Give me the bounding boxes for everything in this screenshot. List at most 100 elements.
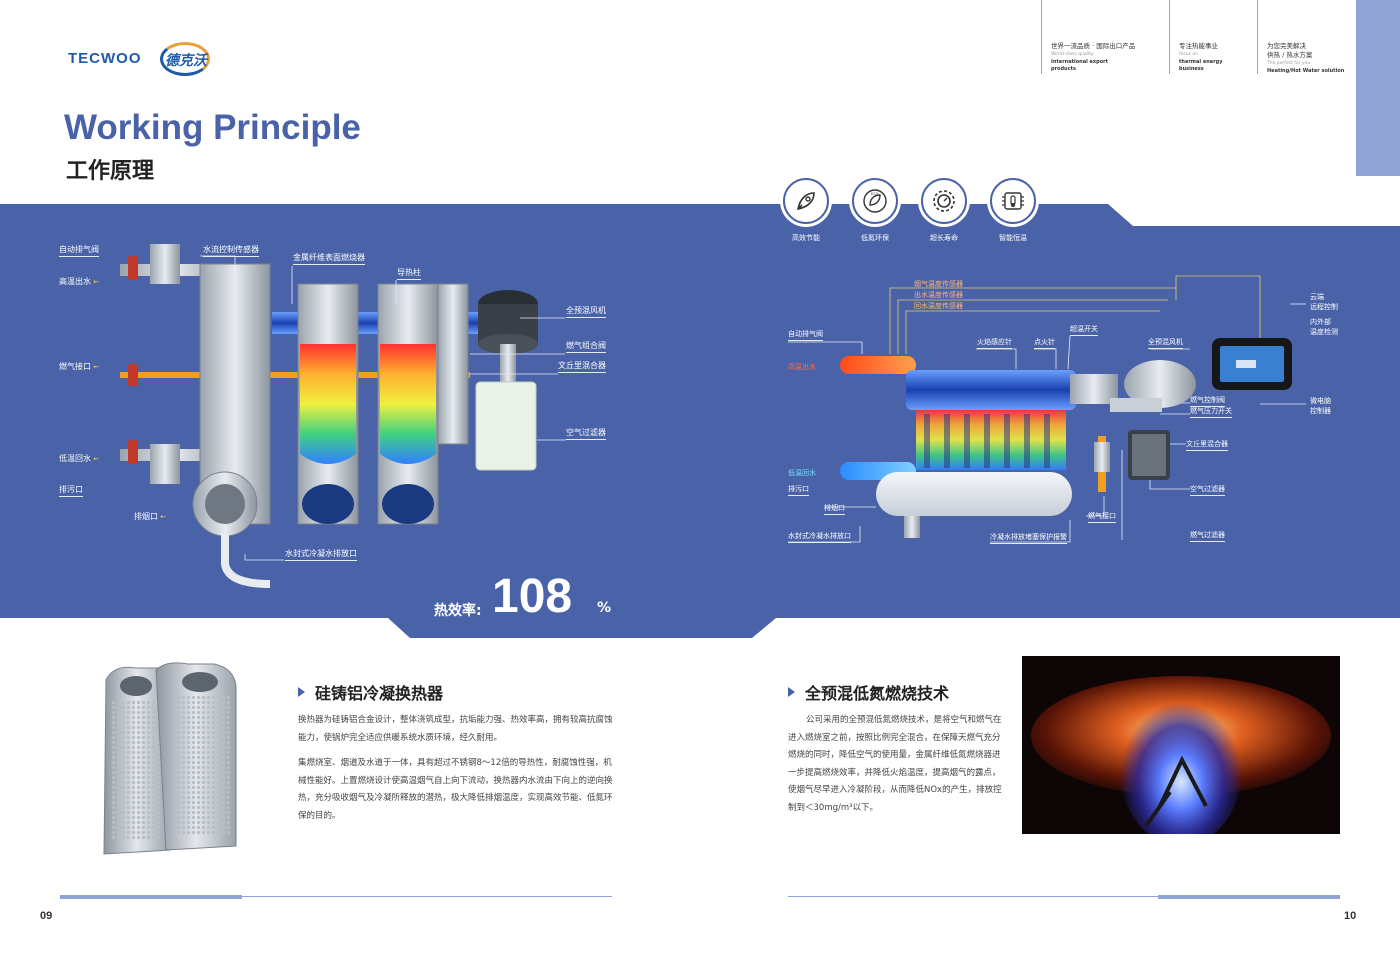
svg-text:ECO: ECO [871,192,879,196]
section-title-heat-exchanger: 硅铸铝冷凝换热器 [298,680,443,704]
label-flue-r: 排烟口 [824,503,845,515]
page-progress-left [60,895,612,899]
gear-icon [933,190,955,212]
label-auto-vent: 自动排气阀 [59,244,99,257]
label-gas-valve-group: 燃气组合阀 [566,340,606,353]
eco-leaf-icon: ECO [863,189,887,213]
label-venturi: 文丘里混合器 [558,360,606,373]
label-air-filter-r: 空气过滤器 [1190,484,1225,496]
header-feature-cn: 专注热能事业 [1179,42,1218,50]
rocket-icon [796,192,815,211]
blue-band-background [0,204,1400,638]
left-boiler-illustration [120,244,538,588]
label-high-temp-outlet-r: 高温出水 [788,363,816,371]
label-temp-detect-1: 内外部 [1310,318,1331,326]
left-leader-lines [200,255,566,561]
label-heat-pipe: 导热柱 [397,267,421,280]
header-feature-solution: 为您完美解决 供热 / 热水方案 The perfect for you Hea… [1257,0,1357,74]
header-feature-en: International export [1051,59,1109,65]
section-title-text: 硅铸铝冷凝换热器 [315,684,444,703]
header-feature-cn: 世界一流品质 · 国际出口产品 [1051,42,1136,50]
feature-label: 低氮环保 [861,234,889,242]
label-premix-fan-r: 全预混风机 [1148,337,1183,349]
section-title-combustion: 全预混低氮燃烧技术 [788,680,949,704]
efficiency-label: 热效率: [434,603,482,619]
eco-icon-circle: ECO [852,178,898,224]
label-flow-sensor: 水流控制传感器 [203,244,259,257]
label-low-temp-return: 低温回水 [59,453,99,464]
label-temp-detect-2: 温度检测 [1310,328,1338,336]
brand-logo: TECWOO 德克沃 [68,40,218,80]
gear-icon-circle [921,178,967,224]
feature-label: 高效节能 [792,234,820,242]
label-condensate-r: 水封式冷凝水排放口 [788,531,851,543]
label-mcu-1: 微电脑 [1310,397,1331,405]
header-feature-quality: 世界一流品质 · 国际出口产品 World-class quality Inte… [1041,0,1169,74]
paragraph: 公司采用的全预混低氮燃烧技术，是将空气和燃气在进入燃烧室之前，按照比例完全混合，… [788,715,1002,813]
label-overtemp-switch: 超温开关 [1070,324,1098,336]
label-low-temp-return-r: 低温回水 [788,469,816,477]
label-flame-probe: 火焰感应针 [977,337,1012,349]
label-drain: 排污口 [59,484,83,497]
section-body-heat-exchanger: 换热器为硅铸铝合金设计，整体浇筑成型，抗垢能力强、热效率高，拥有较高抗腐蚀能力，… [298,712,614,834]
header-feature-en: products [1051,66,1076,72]
label-high-temp-outlet: 高温出水 [59,276,99,287]
burner-flame-photo [1022,656,1340,834]
header-feature-en: Heating/Hot Water solution [1267,68,1345,74]
label-cloud-2: 远程控制 [1310,303,1338,311]
label-gas-filter: 燃气过滤器 [1190,530,1225,542]
heat-exchanger-photo [103,662,237,855]
header-feature-focus: 专注热能事业 focus on thermal energy business [1169,0,1257,74]
label-condensate-alarm: 冷凝水排放堵塞保护报警 [990,532,1067,544]
feature-efficient: 高效节能 [783,178,829,243]
label-cloud-1: 云端 [1310,293,1324,301]
label-flue: 排烟口 [134,511,166,522]
label-return-temp-sensor: 回水温度传感器 [914,302,963,310]
label-gas-inlet: 燃气接口 [59,361,99,372]
label-metal-fiber-burner: 金属纤维表面燃烧器 [293,252,365,265]
feature-label: 超长寿命 [930,234,958,242]
label-air-filter: 空气过滤器 [566,427,606,440]
label-mcu-2: 控制器 [1310,407,1331,415]
label-venturi-r: 文丘里混合器 [1186,439,1228,451]
section-body-combustion: 公司采用的全预混低氮燃烧技术，是将空气和燃气在进入燃烧室之前，按照比例完全混合，… [788,712,1002,826]
label-gas-pressure-switch: 燃气压力开关 [1190,406,1232,418]
label-gas-inlet-r: 燃气接口 [1088,511,1116,523]
progress-track [60,896,612,897]
header-feature-en-light: World-class quality [1051,52,1094,57]
right-schematic [788,275,1306,543]
corner-accent-bar [1356,0,1400,176]
paragraph: 集燃烧室、烟道及水道于一体，具有超过不锈钢8～12倍的导热性，耐腐蚀性强，机械性… [298,758,613,821]
thermostat-chip-icon [1002,192,1024,210]
progress-fill [1158,895,1340,899]
header-feature-en: thermal energy [1179,59,1223,65]
label-outlet-temp-sensor: 出水温度传感器 [914,291,963,299]
feature-thermostat: 智能恒温 [990,178,1036,243]
bullet-triangle-icon [788,687,795,697]
page-number-right: 10 [1344,910,1357,922]
header-feature-en-light: focus on [1179,52,1199,57]
label-auto-vent-r: 自动排气阀 [788,329,823,341]
page-number-left: 09 [40,910,53,922]
progress-track [788,896,1340,897]
header-feature-en-light: The perfect for you [1267,61,1311,66]
logo-cn-text: 德克沃 [165,53,207,69]
progress-fill [60,895,242,899]
section-title-text: 全预混低氮燃烧技术 [805,684,950,703]
efficiency-unit: % [597,600,612,616]
bullet-triangle-icon [298,687,305,697]
logo-emblem: 德克沃 [160,42,210,76]
page-progress-right [788,895,1340,899]
thermostat-icon-circle [990,178,1036,224]
label-gas-control-valve: 燃气控制阀 [1190,395,1225,407]
feature-eco: ECO 低氮环保 [852,178,898,243]
feature-longevity: 超长寿命 [921,178,967,243]
feature-label: 智能恒温 [999,234,1027,242]
header-feature-cn: 供热 / 热水方案 [1267,51,1313,59]
rocket-icon-circle [783,178,829,224]
thermal-efficiency: 热效率: 108 % [434,572,612,622]
header-feature-en: business [1179,66,1204,72]
label-condensate: 水封式冷凝水排放口 [285,548,357,561]
paragraph: 换热器为硅铸铝合金设计，整体浇筑成型，抗垢能力强、热效率高，拥有较高抗腐蚀能力，… [298,715,613,743]
label-flue-temp-sensor: 烟气温度传感器 [914,280,963,288]
